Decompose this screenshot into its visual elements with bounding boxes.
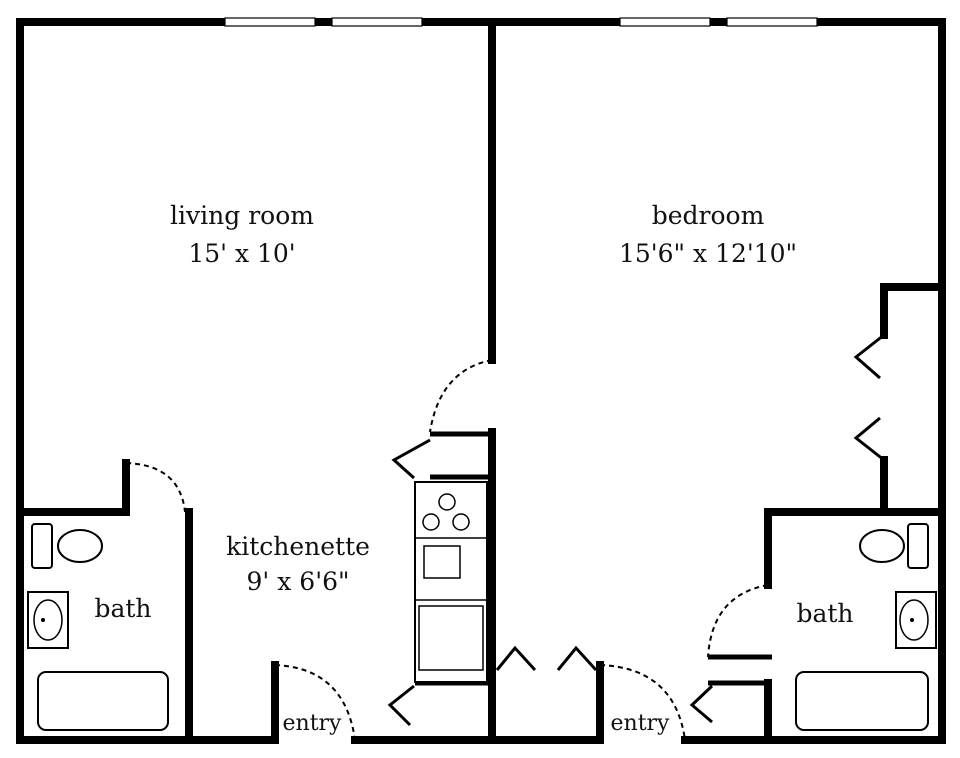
bath-left-top-wall <box>16 459 130 516</box>
door-swing-bath-left <box>125 462 186 513</box>
closet-door-upper <box>853 333 885 380</box>
door-swing-entry-right <box>599 664 686 741</box>
room-labels: living room 15' x 10' bedroom 15'6" x 12… <box>94 201 853 736</box>
interior-walls <box>16 18 946 744</box>
bedroom-name: bedroom <box>652 201 765 230</box>
window-bedroom-2 <box>726 17 818 27</box>
toilet-tank-left <box>31 523 53 569</box>
bath-left-name: bath <box>94 594 151 623</box>
kitchenette-size: 9' x 6'6" <box>247 567 350 596</box>
sink-right <box>895 591 937 649</box>
hall-closet-door-right <box>556 645 598 672</box>
stove-burner-1 <box>438 493 456 511</box>
refrigerator <box>418 605 484 671</box>
closet-wall <box>880 283 946 339</box>
closet-door-lower <box>853 416 885 462</box>
bathtub-left <box>37 671 169 731</box>
door-swing-bath-right <box>707 584 769 658</box>
door-swings <box>125 359 769 741</box>
bathtub-right <box>795 671 929 731</box>
bath-right-fixtures <box>795 523 937 731</box>
toilet-bowl-left <box>57 529 103 563</box>
bath-left-fixtures <box>27 523 169 731</box>
toilet-tank-right <box>907 523 929 569</box>
stove-burner-3 <box>452 513 470 531</box>
stove-burner-2 <box>422 513 440 531</box>
window-bedroom-1 <box>619 17 711 27</box>
toilet-bowl-right <box>859 529 905 563</box>
pantry-door-upper <box>391 438 431 480</box>
living-room-size: 15' x 10' <box>188 239 295 268</box>
entry-left-label: entry <box>283 711 343 736</box>
hall-closet-door-left <box>495 645 537 672</box>
bedroom-size: 15'6" x 12'10" <box>619 239 797 268</box>
windows <box>224 17 818 27</box>
bifold-doors <box>387 333 885 727</box>
bath-right-name: bath <box>796 599 853 628</box>
window-living-2 <box>331 17 423 27</box>
door-swing-living-bedroom <box>429 359 493 433</box>
pantry-door-lower <box>387 684 415 727</box>
living-room-name: living room <box>170 201 314 230</box>
kitchen-fixtures <box>414 481 488 683</box>
oven <box>423 545 461 579</box>
window-living-1 <box>224 17 316 27</box>
bath-right-closet-door <box>689 684 714 724</box>
kitchen-counter <box>414 481 488 683</box>
entry-right-label: entry <box>611 711 671 736</box>
kitchenette-name: kitchenette <box>226 532 370 561</box>
